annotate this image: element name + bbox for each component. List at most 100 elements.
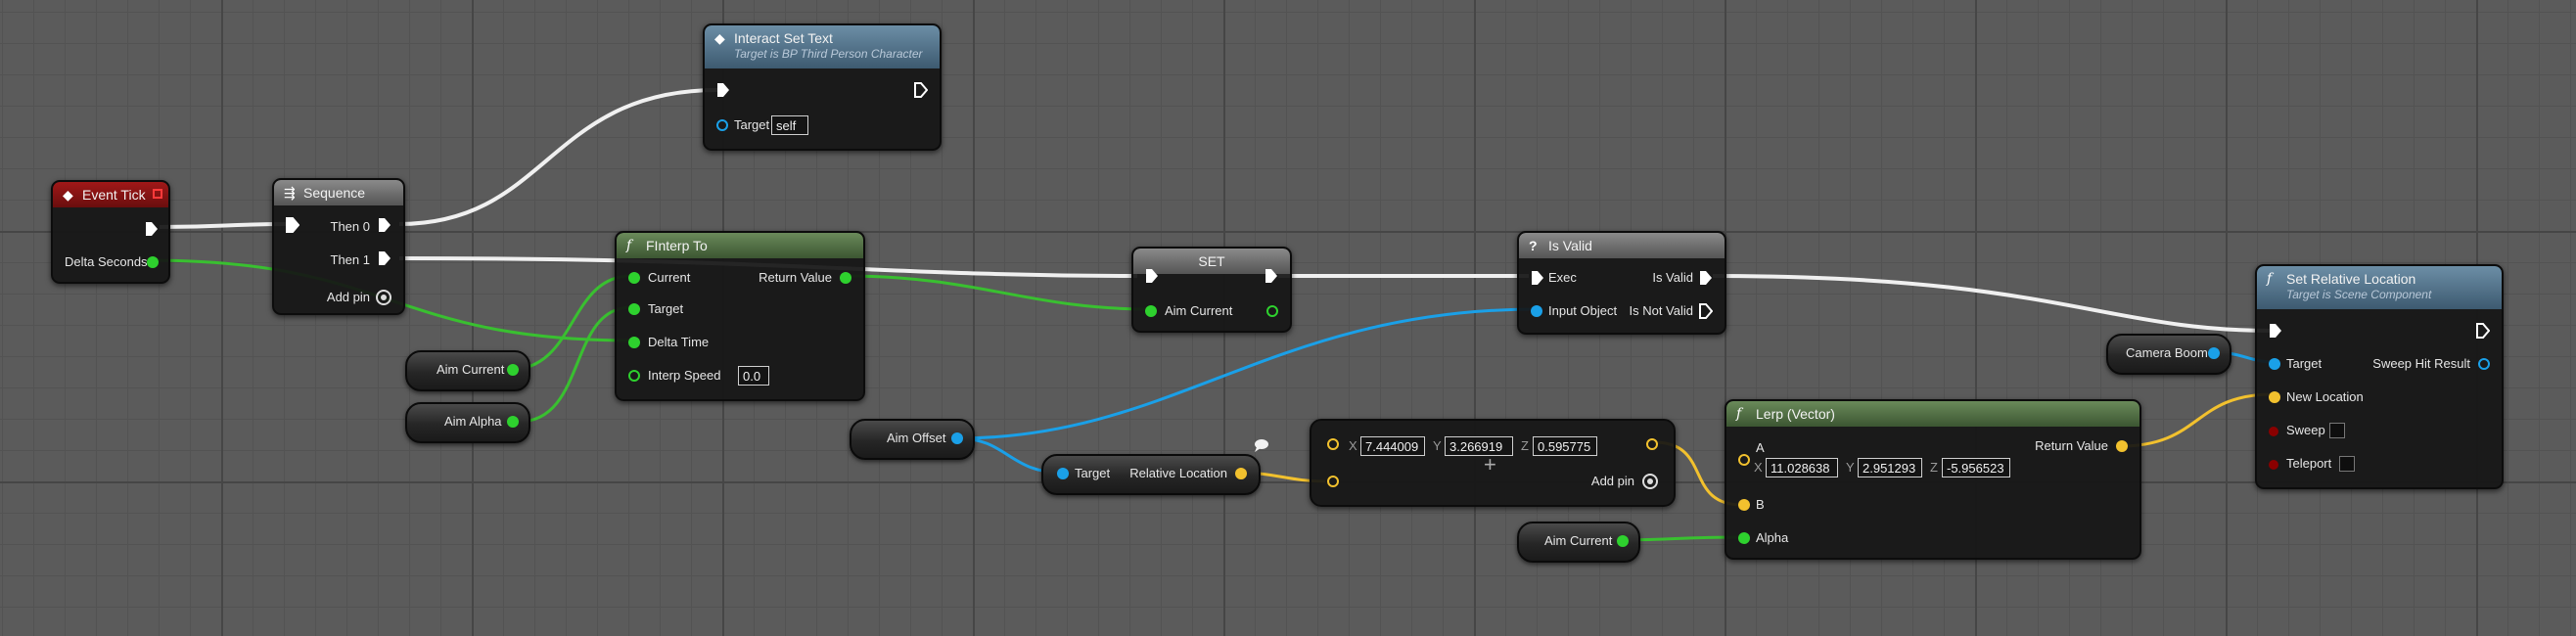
add-pin-label[interactable]: Add pin [1590,474,1634,488]
set-relative-location-node[interactable]: f Set Relative Location Target is Scene … [2255,264,2504,489]
aim-current-variable-2[interactable]: Aim Current [1517,522,1640,563]
exec-in-pin[interactable] [1531,270,1544,286]
target-pin[interactable] [716,119,728,131]
exec-in-pin[interactable] [286,217,299,233]
interp-speed-pin[interactable] [628,370,640,382]
target-pin[interactable] [1057,468,1069,479]
aim-alpha-var-pin[interactable] [507,416,519,428]
relative-location-label: Relative Location [1129,466,1227,480]
aim-current-var-pin[interactable] [1617,535,1629,547]
event-tick-header[interactable]: ◆ Event Tick [53,182,168,207]
relative-location-pin[interactable] [1235,468,1247,479]
teleport-label: Teleport [2286,456,2332,471]
a-label: A [1756,440,1765,455]
sequence-header[interactable]: ⇶ Sequence [274,180,403,205]
then1-pin[interactable] [378,250,391,266]
finterp-to-header[interactable]: f FInterp To [617,233,863,258]
z-field[interactable]: 0.595775 [1533,436,1597,456]
camera-boom-var-pin[interactable] [2208,347,2220,359]
y-field[interactable]: 3.266919 [1445,436,1513,456]
input-object-label: Input Object [1548,303,1618,318]
then0-pin[interactable] [378,217,391,233]
exec-wire [398,88,718,226]
exec-in-pin[interactable] [1145,268,1159,284]
target-pin[interactable] [2269,358,2280,370]
interp-speed-field[interactable]: 0.0 [738,366,769,386]
exec-wire [1712,274,2274,333]
interact-set-text-node[interactable]: ◆ Interact Set Text Target is BP Third P… [703,23,942,151]
return-value-pin[interactable] [2116,440,2128,452]
b-pin[interactable] [1738,499,1750,511]
aim-offset-variable[interactable]: Aim Offset [850,419,975,460]
exec-out-pin[interactable] [145,221,159,237]
then1-label: Then 1 [330,252,370,267]
return-value-pin[interactable] [840,272,851,284]
sweep-checkbox[interactable] [2329,423,2345,438]
set-relative-location-header[interactable]: f Set Relative Location Target is Scene … [2257,266,2502,309]
add-pin-icon[interactable] [1642,474,1658,489]
b-label: B [1756,497,1765,512]
exec-in-pin[interactable] [2269,323,2282,339]
delta-seconds-pin[interactable] [147,256,159,268]
lerp-vector-node[interactable]: f Lerp (Vector) A X 11.028638 Y 2.951293… [1725,399,2141,560]
aim-current-variable[interactable]: Aim Current [405,350,530,391]
new-location-pin[interactable] [2269,391,2280,403]
is-valid-header[interactable]: ? Is Valid [1519,233,1725,258]
teleport-pin[interactable] [2269,460,2278,470]
y-field[interactable]: 2.951293 [1858,458,1922,477]
is-valid-title: Is Valid [1548,238,1592,253]
sweep-pin[interactable] [2269,427,2278,436]
delta-time-pin[interactable] [628,337,640,348]
x-field[interactable]: 7.444009 [1360,436,1425,456]
self-field[interactable]: self [771,115,808,135]
aim-offset-var-label: Aim Offset [887,431,946,445]
target-pin[interactable] [628,303,640,315]
a-pin[interactable] [1738,454,1750,466]
current-pin[interactable] [628,272,640,284]
aim-current-pin[interactable] [1145,305,1157,317]
target-label: Target [1075,466,1111,480]
vector-in-pin-a[interactable] [1327,438,1339,450]
aim-alpha-variable[interactable]: Aim Alpha [405,402,530,443]
relative-location-getter[interactable]: Target Relative Location [1041,454,1261,495]
interact-set-text-header[interactable]: ◆ Interact Set Text Target is BP Third P… [705,25,940,68]
add-pin-label[interactable]: Add pin [326,290,370,304]
sequence-node[interactable]: ⇶ Sequence Then 0 Then 1 Add pin [272,178,405,315]
sweep-hit-result-pin[interactable] [2478,358,2490,370]
is-valid-out-pin[interactable] [1699,270,1713,286]
exec-out-pin[interactable] [1265,268,1278,284]
finterp-to-node[interactable]: f FInterp To Current Return Value Target… [615,231,865,401]
return-value-label: Return Value [759,270,832,285]
teleport-checkbox[interactable] [2339,456,2355,472]
alpha-pin[interactable] [1738,532,1750,544]
event-diamond-icon: ◆ [63,187,73,203]
sweep-hit-result-label: Sweep Hit Result [2372,356,2470,371]
exec-out-pin[interactable] [914,82,928,98]
set-relative-location-subtitle: Target is Scene Component [2286,288,2432,301]
event-tick-node[interactable]: ◆ Event Tick Delta Seconds [51,180,170,284]
exec-out-pin[interactable] [2476,323,2490,339]
add-pin-icon[interactable] [376,290,391,305]
is-not-valid-label: Is Not Valid [1629,303,1693,318]
z-field[interactable]: -5.956523 [1942,458,2010,477]
camera-boom-variable[interactable]: Camera Boom [2106,334,2231,375]
comment-bubble-icon[interactable] [1253,436,1270,454]
lerp-vector-header[interactable]: f Lerp (Vector) [1726,401,2139,427]
finterp-to-title: FInterp To [646,238,708,253]
exec-in-pin[interactable] [716,82,730,98]
aim-current-out-pin[interactable] [1266,305,1278,317]
plus-icon: + [1484,452,1496,477]
x-axis-label: X [1754,460,1763,475]
aim-current-var-pin[interactable] [507,364,519,376]
add-vector-node[interactable]: X 7.444009 Y 3.266919 Z 0.595775 + Add p… [1310,419,1676,507]
is-not-valid-pin[interactable] [1699,303,1713,319]
input-object-pin[interactable] [1531,305,1542,317]
x-field[interactable]: 11.028638 [1766,458,1838,477]
new-location-label: New Location [2286,389,2364,404]
set-node[interactable]: SET Aim Current [1131,247,1292,333]
vector-in-pin-b[interactable] [1327,476,1339,487]
is-valid-node[interactable]: ? Is Valid Exec Is Valid Input Object Is… [1517,231,1726,335]
vector-out-pin[interactable] [1646,438,1658,450]
set-header[interactable]: SET [1133,249,1290,274]
aim-offset-var-pin[interactable] [951,432,963,444]
